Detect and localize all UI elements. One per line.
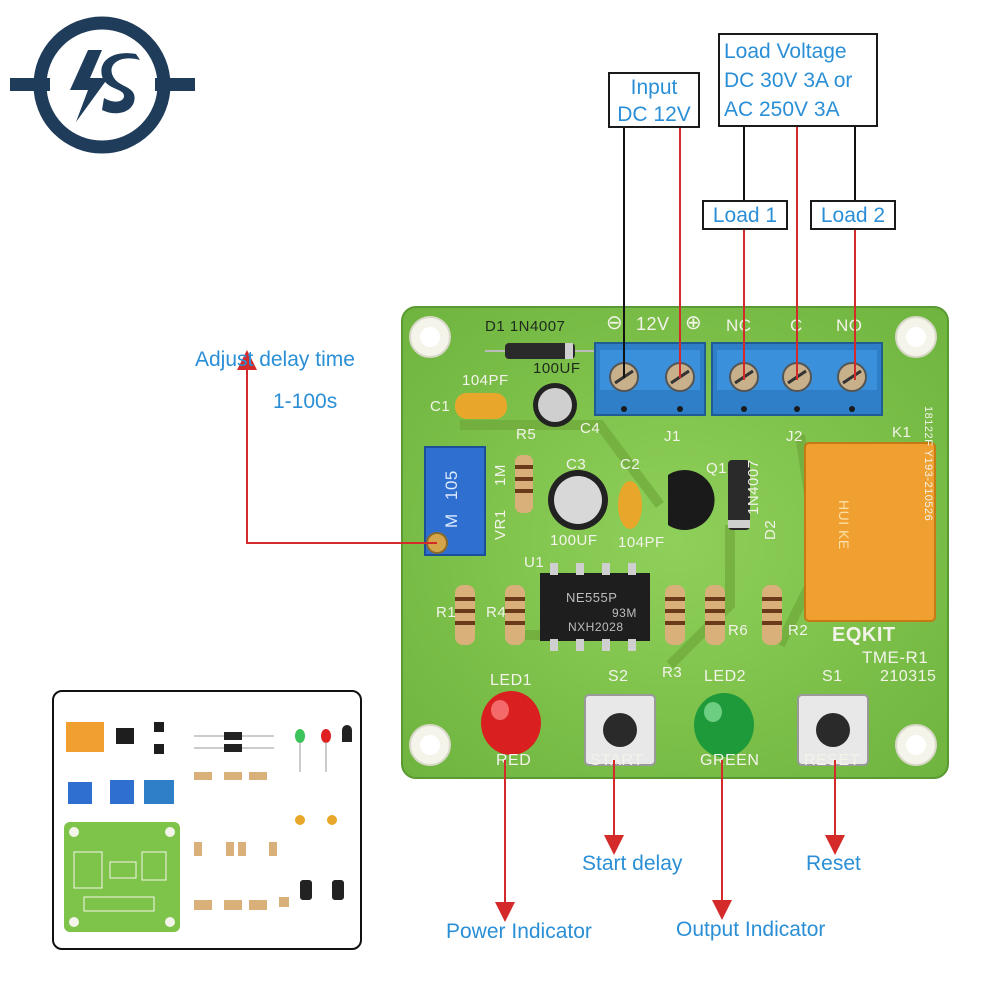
ic-line3: NXH2028: [568, 620, 624, 634]
adjust-delay-label: Adjust delay time: [195, 348, 355, 371]
kit-parts-inset: [52, 690, 362, 950]
load-voltage-line3: AC 250V 3A: [724, 98, 840, 121]
green-label: GREEN: [700, 752, 760, 769]
cap-104pf-label: 104PF: [462, 372, 509, 389]
r1-label: R1: [436, 604, 457, 621]
date-code-label: 210315: [880, 668, 937, 685]
load2-box: Load 2: [810, 200, 896, 230]
adjust-delay-range: 1-100s: [273, 390, 338, 413]
r5-label: R5: [516, 426, 537, 443]
ic-line1: NE555P: [566, 590, 618, 605]
load1-box: Load 1: [702, 200, 788, 230]
load-voltage-line2: DC 30V 3A or: [724, 69, 853, 92]
brand-logo: [10, 16, 195, 154]
output-indicator-label: Output Indicator: [676, 918, 826, 941]
pcb-board: [401, 306, 949, 779]
k1-label: K1: [892, 424, 912, 441]
r6-label: R6: [728, 622, 749, 639]
c1-label: C1: [430, 398, 451, 415]
input-label-line1: Input: [630, 76, 678, 99]
gnd-12v-label: 12V: [636, 314, 670, 334]
adjust-delay-arrow: [237, 350, 437, 544]
power-indicator-label: Power Indicator: [446, 920, 592, 943]
c4-label: C4: [580, 420, 601, 437]
input-label-line2: DC 12V: [617, 103, 691, 126]
c2-value-label: 104PF: [618, 534, 665, 551]
led2-label: LED2: [704, 668, 747, 685]
reset-silk-label: RESET: [804, 752, 860, 769]
load-voltage-line1: Load Voltage: [724, 40, 847, 63]
load-voltage-box: Load Voltage DC 30V 3A or AC 250V 3A: [718, 33, 878, 127]
r2-label: R2: [788, 622, 809, 639]
c3-value-label: 100UF: [550, 532, 598, 549]
c3-label: C3: [566, 456, 587, 473]
reset-label: Reset: [806, 852, 861, 875]
r4-label: R4: [486, 604, 507, 621]
plus-symbol: ⊕: [685, 312, 703, 334]
brand-label: EQKIT: [832, 624, 896, 646]
led1-label: LED1: [490, 672, 533, 689]
s2-label: S2: [608, 668, 629, 685]
s1-label: S1: [822, 668, 843, 685]
c4-value-label: 100UF: [533, 360, 581, 377]
input-label-box: Input DC 12V: [608, 72, 700, 128]
j2-label: J2: [786, 428, 803, 445]
ic-line2: 93M: [612, 606, 637, 620]
u1-label: U1: [524, 554, 545, 571]
model-label: TME-R1: [862, 648, 929, 667]
j1-label: J1: [664, 428, 681, 445]
start-label: START: [590, 752, 644, 769]
d1-label: D1 1N4007: [485, 318, 566, 335]
kit-parts-illustration: [64, 722, 352, 932]
start-delay-label: Start delay: [582, 852, 683, 875]
r3-label: R3: [662, 664, 683, 681]
minus-symbol: ⊖: [606, 312, 624, 334]
q1-label: Q1: [706, 460, 728, 477]
c2-label: C2: [620, 456, 641, 473]
